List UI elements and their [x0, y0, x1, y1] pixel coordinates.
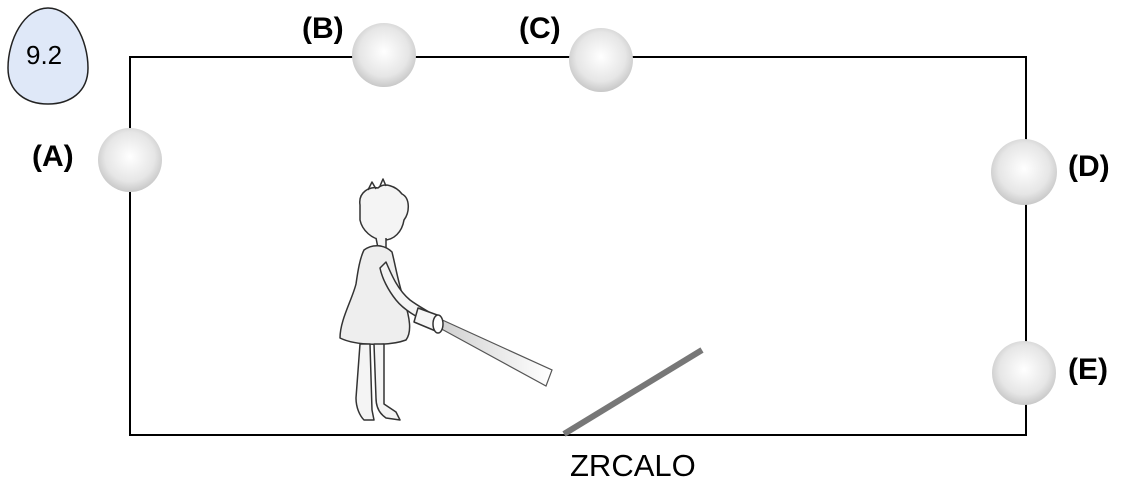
lamp-b	[352, 23, 416, 87]
lamp-label-a: (A)	[32, 140, 74, 173]
mirror-label: ZRCALO	[570, 448, 696, 483]
lamp-label-c: (C)	[519, 12, 561, 45]
lamp-label-d: (D)	[1068, 150, 1110, 183]
lamp-e	[992, 341, 1056, 405]
lamp-d	[991, 139, 1057, 205]
flashlight-beam	[435, 317, 553, 387]
girl-figure-icon	[339, 178, 444, 421]
lamp-label-b: (B)	[302, 12, 344, 45]
lamp-c	[569, 28, 633, 92]
room-outline	[129, 56, 1027, 436]
problem-number-badge: 9.2	[26, 40, 63, 70]
lamp-label-e: (E)	[1068, 353, 1108, 386]
badge-shape	[7, 7, 89, 105]
mirror-line	[562, 347, 704, 437]
lamp-a	[98, 128, 162, 192]
